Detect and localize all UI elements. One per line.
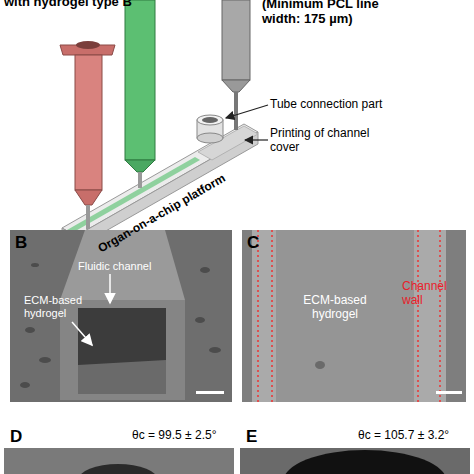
sem-image bbox=[109, 274, 111, 303]
sem-image bbox=[271, 230, 273, 402]
green-syringe bbox=[138, 172, 142, 188]
sem-image bbox=[439, 230, 441, 402]
green-syringe bbox=[125, 160, 155, 172]
panel-letter: E bbox=[246, 427, 257, 447]
pink-syringe bbox=[75, 55, 102, 190]
tube-connection bbox=[197, 133, 223, 143]
sem-image bbox=[10, 230, 232, 402]
syringe-label: with hydrogel type B bbox=[4, 0, 132, 10]
tube-connection bbox=[202, 117, 218, 123]
panel-letter: C bbox=[247, 233, 259, 253]
tube-connection bbox=[197, 115, 223, 143]
sem-image bbox=[242, 230, 466, 402]
sem-image bbox=[31, 263, 39, 267]
sem-image bbox=[25, 327, 35, 333]
pink-syringe bbox=[60, 41, 115, 229]
sem-image bbox=[39, 357, 51, 363]
panel-letter: B bbox=[15, 233, 27, 253]
leader-line bbox=[226, 105, 268, 118]
sem-image bbox=[72, 322, 92, 345]
sem-image bbox=[60, 300, 185, 400]
pink-syringe bbox=[76, 41, 100, 49]
part-label: Tube connection part bbox=[270, 98, 382, 112]
sem-image bbox=[20, 382, 30, 388]
print-spec: (Minimum PCL line width: 175 µm) bbox=[262, 0, 402, 27]
sem-image bbox=[242, 230, 466, 402]
tube-connection bbox=[197, 115, 223, 125]
contact-angle-value: θc = 105.7 ± 3.2° bbox=[358, 429, 449, 443]
sem-image bbox=[78, 360, 166, 394]
part-label: ECM-based hydrogel bbox=[290, 294, 380, 322]
part-label: Printing of channel cover bbox=[270, 127, 370, 155]
contact-angle-image bbox=[283, 450, 447, 474]
green-syringe bbox=[125, 0, 155, 160]
contact-angle-image bbox=[4, 448, 470, 474]
sem-image bbox=[195, 317, 205, 323]
contact-angle-value: θc = 99.5 ± 2.5° bbox=[132, 429, 216, 443]
pink-syringe bbox=[75, 190, 102, 205]
sem-image bbox=[196, 391, 224, 394]
contact-angle-panel: Eθc = 105.7 ± 3.2° bbox=[240, 426, 470, 474]
sem-panel: B Fluidic channelECM-based hydrogel bbox=[10, 230, 232, 402]
grey-syringe bbox=[222, 0, 250, 80]
sem-image bbox=[276, 230, 414, 402]
part-label: Channel wall bbox=[402, 280, 462, 308]
sem-image bbox=[252, 230, 276, 402]
contact-angle-image bbox=[78, 464, 158, 474]
part-label: Fluidic channel bbox=[78, 260, 188, 273]
part-label: ECM-based hydrogel bbox=[24, 294, 88, 319]
grey-syringe bbox=[222, 80, 250, 92]
grey-syringe bbox=[222, 0, 250, 130]
sem-image bbox=[257, 230, 259, 402]
leader-line bbox=[245, 139, 268, 140]
grey-syringe bbox=[234, 92, 238, 130]
sem-image bbox=[417, 230, 419, 402]
green-syringe bbox=[125, 0, 155, 188]
pink-syringe bbox=[86, 205, 90, 229]
sem-image bbox=[78, 308, 166, 394]
sem-image bbox=[436, 391, 462, 394]
sem-image bbox=[200, 267, 210, 273]
sem-panel: C ECM-based hydrogel Channel wall bbox=[242, 230, 466, 402]
panel-letter: D bbox=[10, 427, 22, 447]
sem-image bbox=[315, 361, 325, 369]
sem-image bbox=[414, 230, 446, 402]
leader-line bbox=[226, 105, 268, 140]
contact-angle-panel: Dθc = 99.5 ± 2.5° bbox=[4, 426, 234, 474]
sem-image bbox=[209, 347, 221, 353]
sem-image bbox=[10, 230, 232, 402]
